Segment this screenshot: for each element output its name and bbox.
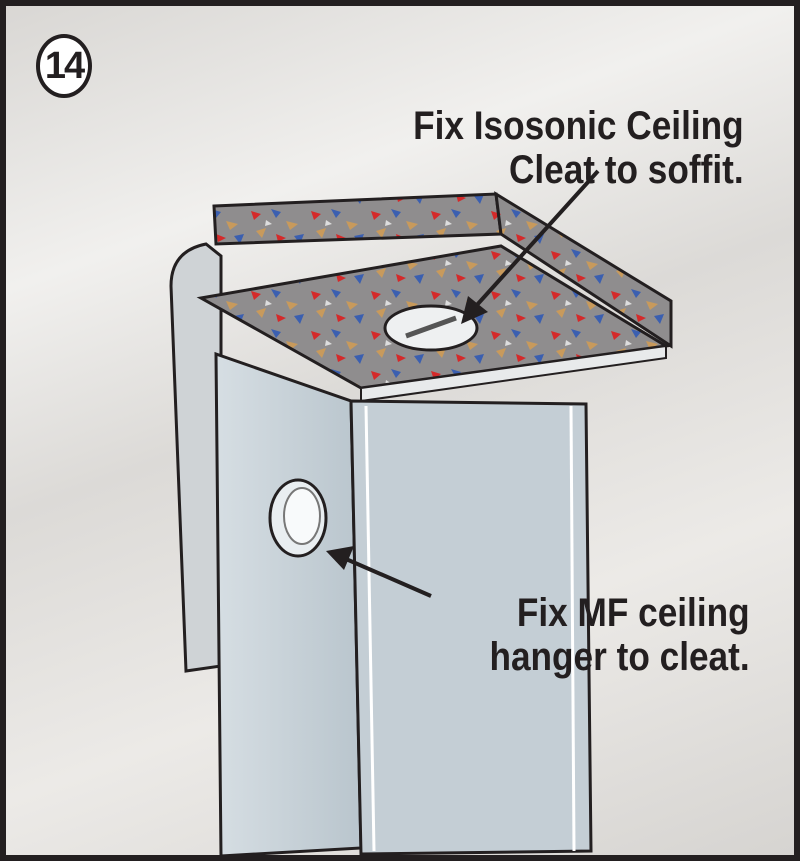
soffit-top-face <box>212 192 503 246</box>
callout-hanger: Fix MF ceiling hanger to cleat. <box>490 591 750 679</box>
callout-line: Cleat to soffit. <box>509 148 744 192</box>
ceiling-cleat-illustration <box>169 169 673 855</box>
callout-line: Fix MF ceiling <box>517 591 750 635</box>
hanger-side-face <box>349 399 593 855</box>
callout-line: Fix Isosonic Ceiling <box>413 104 744 148</box>
callout-soffit: Fix Isosonic Ceiling Cleat to soffit. <box>413 104 744 192</box>
cleat-vertical-leg <box>169 242 223 673</box>
soffit-side-face <box>494 191 673 349</box>
cleat-plate-edge <box>360 344 667 403</box>
callout-line: hanger to cleat. <box>489 635 750 679</box>
arrow-to-top-screw <box>461 169 600 324</box>
hanger-front-face <box>214 351 363 855</box>
step-number-badge: 14 <box>36 34 92 98</box>
arrow-to-hanger-screw <box>326 546 432 598</box>
